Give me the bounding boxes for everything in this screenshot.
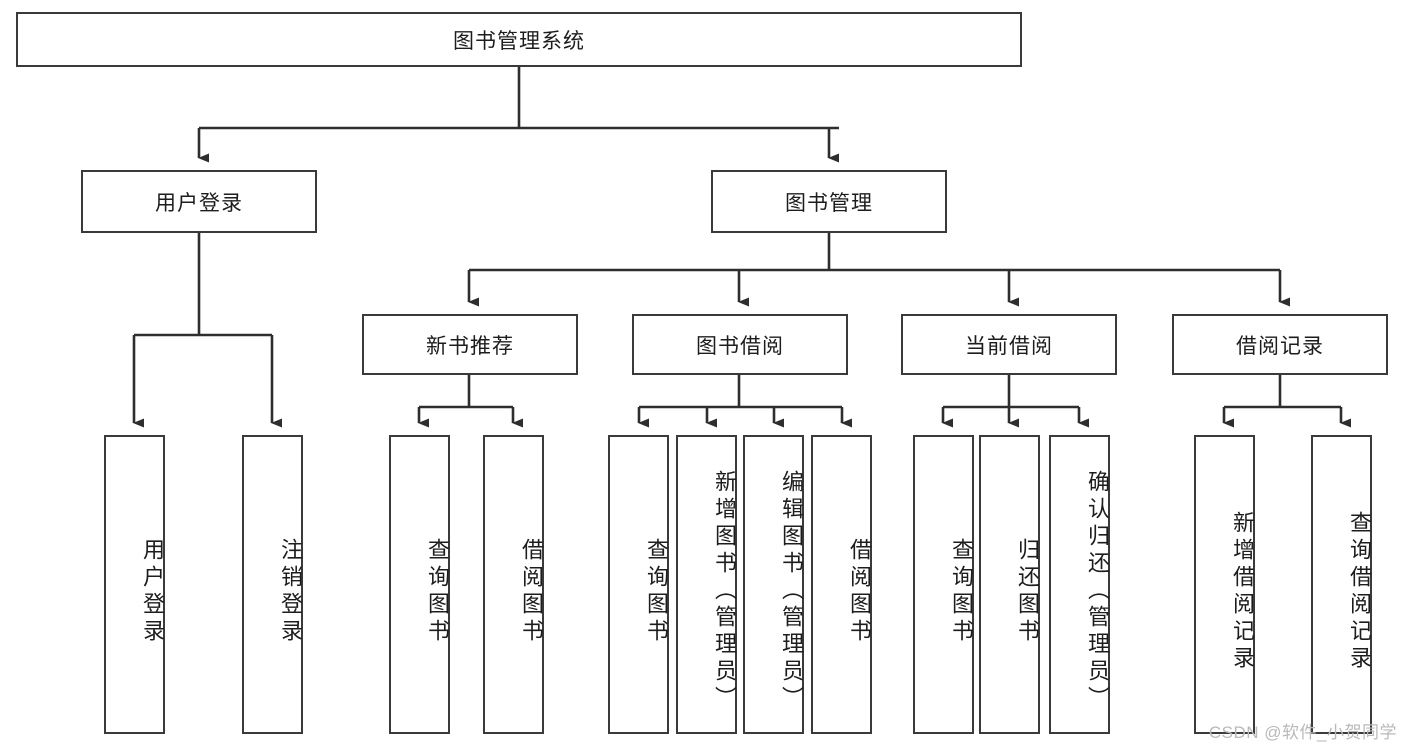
leaf-current-borrow-query[interactable]: 查询图书 [913, 435, 974, 734]
leaf-current-borrow-return[interactable]: 归还图书 [979, 435, 1040, 734]
node-label: 图书借阅 [696, 334, 784, 358]
node-label: 图书管理系统 [453, 29, 585, 53]
node-label: 新书推荐 [426, 334, 514, 358]
leaf-borrow-record-add[interactable]: 新增借阅记录 [1194, 435, 1255, 734]
node-book-borrow[interactable]: 图书借阅 [632, 314, 848, 375]
node-label: 用户登录 [140, 537, 165, 646]
node-user-login[interactable]: 用户登录 [81, 170, 317, 233]
node-label: 当前借阅 [965, 334, 1053, 358]
leaf-new-book-borrow[interactable]: 借阅图书 [483, 435, 544, 734]
node-label: 查询图书 [425, 537, 450, 646]
node-current-borrow[interactable]: 当前借阅 [901, 314, 1117, 375]
node-label: 归还图书 [1015, 537, 1040, 646]
node-label: 查询图书 [949, 537, 974, 646]
node-label: 编辑图书（管理员） [779, 470, 804, 713]
node-book-management[interactable]: 图书管理 [711, 170, 947, 233]
node-new-book-recommend[interactable]: 新书推荐 [362, 314, 578, 375]
node-label: 注销登录 [278, 537, 303, 646]
leaf-user-login-login[interactable]: 用户登录 [104, 435, 165, 734]
watermark: CSDN @软件_小贺同学 [1208, 723, 1397, 742]
leaf-book-borrow-borrow[interactable]: 借阅图书 [811, 435, 872, 734]
leaf-user-login-logout[interactable]: 注销登录 [242, 435, 303, 734]
node-label: 用户登录 [155, 191, 243, 215]
node-label: 借阅图书 [519, 537, 544, 646]
node-label: 查询图书 [644, 537, 669, 646]
leaf-borrow-record-query[interactable]: 查询借阅记录 [1311, 435, 1372, 734]
node-label: 借阅记录 [1236, 334, 1324, 358]
leaf-new-book-query[interactable]: 查询图书 [389, 435, 450, 734]
node-book-management-system[interactable]: 图书管理系统 [16, 12, 1022, 67]
node-label: 图书管理 [785, 191, 873, 215]
node-label: 确认归还（管理员） [1085, 470, 1110, 713]
node-label: 查询借阅记录 [1347, 510, 1372, 673]
leaf-current-borrow-confirm-return[interactable]: 确认归还（管理员） [1049, 435, 1110, 734]
leaf-book-borrow-add[interactable]: 新增图书（管理员） [676, 435, 737, 734]
node-label: 新增图书（管理员） [712, 470, 737, 713]
node-label: 借阅图书 [847, 537, 872, 646]
leaf-book-borrow-edit[interactable]: 编辑图书（管理员） [743, 435, 804, 734]
node-borrow-record[interactable]: 借阅记录 [1172, 314, 1388, 375]
leaf-book-borrow-query[interactable]: 查询图书 [608, 435, 669, 734]
node-label: 新增借阅记录 [1230, 510, 1255, 673]
